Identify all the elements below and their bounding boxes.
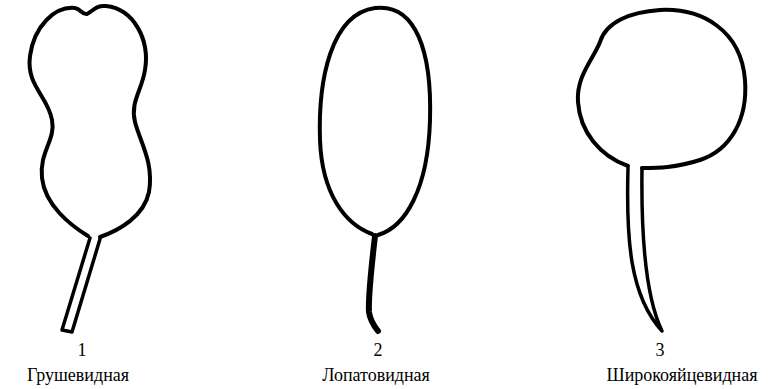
- leaf-blade: [30, 6, 151, 237]
- leaf-shape-caption: Лопатовидная: [322, 365, 430, 385]
- leaf-petiole: [62, 238, 100, 332]
- callout-number: 3: [656, 340, 665, 360]
- leaf-shape-caption: Грушевидная: [27, 365, 129, 385]
- leaf-petiole: [628, 168, 662, 331]
- leaf-petiole: [369, 236, 378, 331]
- leaf-blade: [578, 10, 745, 168]
- callout-number: 2: [374, 340, 383, 360]
- callout-number: 1: [78, 340, 87, 360]
- leaf-shape-caption: Широкояйцевидная: [606, 365, 757, 385]
- leaf-blade: [320, 8, 430, 235]
